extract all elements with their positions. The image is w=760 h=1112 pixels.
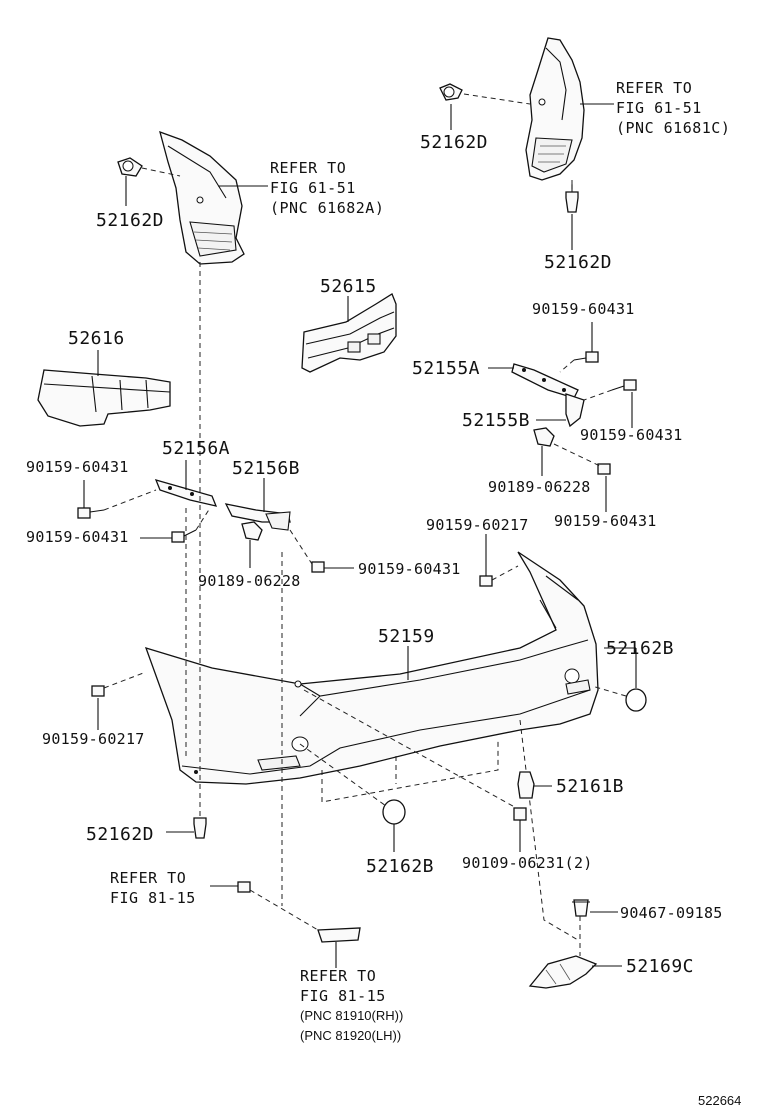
part-number-52162d: 52162D [96,210,165,231]
diagram-code: 522664 [698,1093,742,1108]
retainer-left-b-icon [224,503,291,531]
refer-note-81-15: REFER TO FIG 81-15 [110,869,196,907]
bolt-icon [513,807,527,821]
bolt-icon [611,379,637,391]
part-number-52162b: 52162B [366,856,435,877]
push-rivet-icon [517,771,535,799]
part-number-52161b: 52161B [556,776,625,797]
side-bracket-left-icon [159,130,245,265]
bolt-icon [573,351,599,363]
part-number-52169c: 52169C [626,956,695,977]
part-number-52155b: 52155B [462,410,531,431]
part-number-90159-60217: 90159-60217 [426,516,529,534]
part-number-52155a: 52155A [412,358,481,379]
push-rivet-icon [193,817,207,839]
part-number-52162b: 52162B [606,638,675,659]
part-number-52162d: 52162D [420,132,489,153]
bolt-icon [237,881,251,893]
bolt-icon [171,529,197,543]
bolt-icon [311,561,325,573]
part-number-90159-60217: 90159-60217 [42,730,145,748]
retainer-b-icon [565,393,585,428]
bumper-reinforcement-icon [301,293,397,373]
refer-note-61681c: REFER TO FIG 61-51 (PNC 61681C) [616,79,731,137]
side-bracket-right-icon [525,37,585,181]
clip-nut-icon [533,427,555,447]
part-number-90467-09185: 90467-09185 [620,904,723,922]
reflector-icon [317,927,361,943]
part-number-90159-60431: 90159-60431 [532,300,635,318]
bolt-icon [77,507,105,519]
clip-nut-icon [241,521,263,541]
clip-icon [439,83,463,101]
bracket-icon [528,955,598,989]
cap-icon [382,799,406,825]
part-number-90159-60431: 90159-60431 [26,528,129,546]
part-number-90189-06228: 90189-06228 [198,572,301,590]
part-number-52159: 52159 [378,626,435,647]
rear-bumper-cover-icon [144,551,599,785]
energy-absorber-icon [37,369,171,427]
part-number-90159-60431: 90159-60431 [26,458,129,476]
part-number-52156a: 52156A [162,438,231,459]
clip-icon [117,157,143,177]
cap-icon [625,688,647,712]
retainer-a-icon [511,363,579,399]
refer-note-61682a: REFER TO FIG 61-51 (PNC 61682A) [270,159,385,217]
refer-note-reflector: REFER TO FIG 81-15 (PNC 81910(RH)) (PNC … [300,967,404,1043]
bolt-icon [479,575,493,587]
part-number-52162d: 52162D [544,252,613,273]
part-number-52615: 52615 [320,276,377,297]
part-number-52162d: 52162D [86,824,155,845]
part-number-90159-60431: 90159-60431 [580,426,683,444]
part-number-52156b: 52156B [232,458,301,479]
part-number-52616: 52616 [68,328,125,349]
retainer-left-a-icon [154,479,218,507]
bolt-icon [91,685,105,697]
part-number-90159-60431: 90159-60431 [358,560,461,578]
part-number-90109-06231: 90109-06231(2) [462,854,593,872]
part-number-90189-06228: 90189-06228 [488,478,591,496]
part-number-90159-60431: 90159-60431 [554,512,657,530]
bolt-icon [597,463,611,475]
push-rivet-icon [565,184,579,213]
clip-icon [572,899,590,917]
